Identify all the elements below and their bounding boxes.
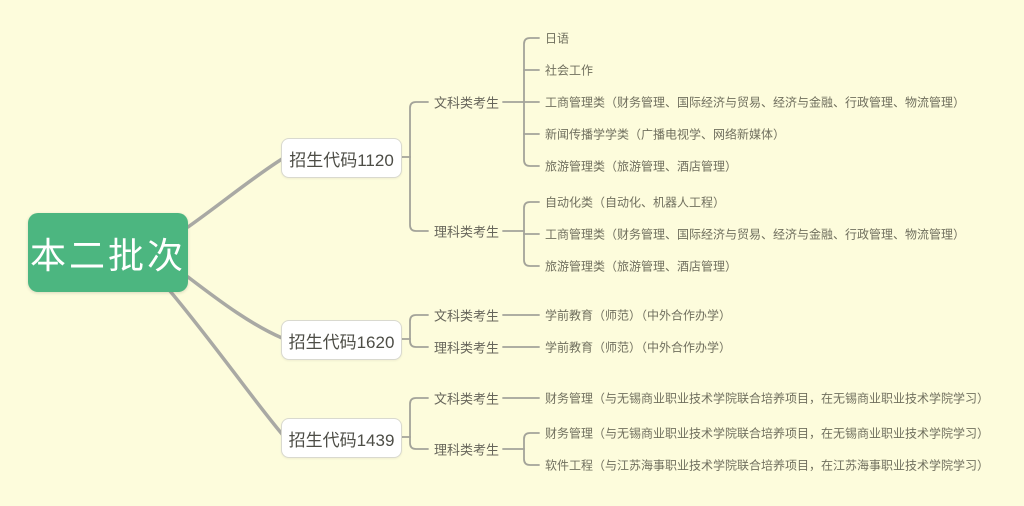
group-label-1439-arts[interactable]: 文科类考生 [434, 391, 500, 407]
major-leaf[interactable]: 旅游管理类（旅游管理、酒店管理） [545, 159, 738, 174]
major-leaf[interactable]: 财务管理（与无锡商业职业技术学院联合培养项目，在无锡商业职业技术学院学习） [545, 426, 990, 441]
major-leaf[interactable]: 自动化类（自动化、机器人工程） [545, 195, 726, 210]
group-label-1620-science[interactable]: 理科类考生 [434, 340, 500, 356]
branch-node-1620[interactable]: 招生代码1620 [281, 320, 402, 360]
major-leaf[interactable]: 软件工程（与江苏海事职业技术学院联合培养项目，在江苏海事职业技术学院学习） [545, 458, 990, 473]
group-label-1620-arts[interactable]: 文科类考生 [434, 308, 500, 324]
group-label-1439-science[interactable]: 理科类考生 [434, 442, 500, 458]
major-leaf[interactable]: 新闻传播学学类（广播电视学、网络新媒体） [545, 127, 786, 142]
root-node[interactable]: 本二批次 [28, 213, 188, 292]
major-leaf[interactable]: 学前教育（师范）（中外合作办学） [545, 340, 732, 355]
major-leaf[interactable]: 学前教育（师范）（中外合作办学） [545, 308, 732, 323]
major-leaf[interactable]: 财务管理（与无锡商业职业技术学院联合培养项目，在无锡商业职业技术学院学习） [545, 391, 990, 406]
major-leaf[interactable]: 日语 [545, 31, 570, 46]
major-leaf[interactable]: 工商管理类（财务管理、国际经济与贸易、经济与金融、行政管理、物流管理） [545, 95, 966, 110]
group-label-1120-arts[interactable]: 文科类考生 [434, 95, 500, 111]
branch-node-1120[interactable]: 招生代码1120 [281, 138, 402, 178]
major-leaf[interactable]: 工商管理类（财务管理、国际经济与贸易、经济与金融、行政管理、物流管理） [545, 227, 966, 242]
major-leaf[interactable]: 社会工作 [545, 63, 594, 78]
branch-node-1439[interactable]: 招生代码1439 [281, 418, 402, 458]
major-leaf[interactable]: 旅游管理类（旅游管理、酒店管理） [545, 259, 738, 274]
group-label-1120-science[interactable]: 理科类考生 [434, 224, 500, 240]
